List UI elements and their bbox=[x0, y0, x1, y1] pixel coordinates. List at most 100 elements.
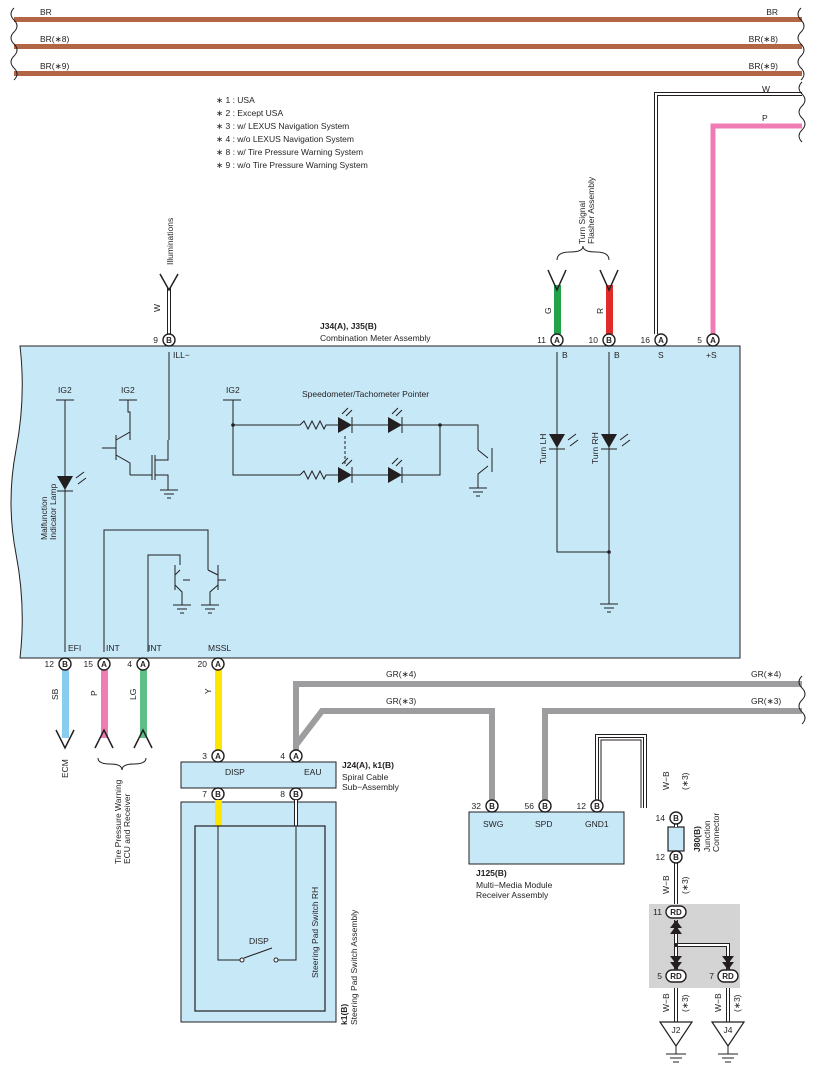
rd-block: RD 11 RD 5 RD 7 W−B (∗3) W−B (∗3) J2 J4 bbox=[649, 904, 746, 1063]
int-label-1: INT bbox=[106, 643, 120, 653]
spiral-cable: DISP EAU J24(A), k1(B) Spiral Cable Sub−… bbox=[180, 749, 400, 801]
pin-16-a: A bbox=[654, 333, 668, 347]
svg-text:B: B bbox=[594, 802, 600, 811]
spiral-eau: EAU bbox=[304, 767, 321, 777]
gr-wires: GR(∗4) GR(∗4) GR(∗3) GR(∗3) bbox=[293, 669, 806, 806]
pin-16-sig: S bbox=[658, 350, 664, 360]
pin-4-spiral-num: 4 bbox=[280, 751, 285, 761]
rd-pin-11-num: 11 bbox=[653, 907, 662, 917]
pin-10-num: 10 bbox=[589, 335, 599, 345]
combo-internal-circuit: IG2 Malfunction Indicator Lamp IG2 Speed… bbox=[39, 352, 631, 652]
pin-11-num: 11 bbox=[537, 335, 546, 345]
br-wire-label-left-2: BR(∗8) bbox=[40, 34, 69, 44]
turn-signal-wires: Turn Signal Flasher Assembly G R bbox=[543, 176, 619, 334]
pin-15-a: A bbox=[97, 657, 111, 671]
pin-12-junction-num: 12 bbox=[656, 852, 666, 862]
svg-text:B: B bbox=[542, 802, 548, 811]
steer-id: k1(B) bbox=[339, 1004, 349, 1025]
ig2-label-3: IG2 bbox=[226, 385, 240, 395]
illuminations-label: Illuminations bbox=[165, 218, 175, 265]
mil-label-1: Malfunction bbox=[39, 496, 49, 540]
pin-9-num: 9 bbox=[153, 335, 158, 345]
br-wire-label-left-3: BR(∗9) bbox=[40, 61, 69, 71]
g-wire-label: G bbox=[543, 307, 553, 314]
ground-j4: J4 bbox=[724, 1025, 733, 1035]
pin-3-num: 3 bbox=[202, 751, 207, 761]
svg-text:RD: RD bbox=[670, 972, 682, 981]
pin-5-num: 5 bbox=[697, 335, 702, 345]
pin-8-num: 8 bbox=[280, 789, 285, 799]
gr3-label-left: GR(∗3) bbox=[386, 696, 416, 706]
rd-pin-5-num: 5 bbox=[657, 971, 662, 981]
turn-signal-label-1: Turn Signal bbox=[577, 201, 587, 244]
svg-text:A: A bbox=[215, 752, 221, 761]
junction-connector: B 14 B 12 W−B (∗3) W−B (∗3) J80(B) Junct… bbox=[656, 771, 721, 904]
rd-pin-7: RD bbox=[717, 969, 739, 983]
svg-text:B: B bbox=[62, 660, 68, 669]
rd-pin-11: RD bbox=[665, 905, 687, 919]
pin-14-num: 14 bbox=[656, 813, 666, 823]
svg-text:B: B bbox=[293, 790, 299, 799]
svg-text:RD: RD bbox=[722, 972, 734, 981]
pin-9-b: B bbox=[162, 333, 176, 347]
lg-wire-label: LG bbox=[128, 689, 138, 700]
svg-text:B: B bbox=[606, 336, 612, 345]
pin-8-b: B bbox=[289, 787, 303, 801]
pin-10-sig: B bbox=[614, 350, 620, 360]
pin-7-num: 7 bbox=[202, 789, 207, 799]
jc-wire-2: W−B bbox=[661, 875, 671, 894]
pin-15-num: 15 bbox=[84, 659, 94, 669]
svg-text:A: A bbox=[101, 660, 107, 669]
combo-meter-name: Combination Meter Assembly bbox=[320, 333, 431, 343]
ig2-label-1: IG2 bbox=[58, 385, 72, 395]
gr3-label-right: GR(∗3) bbox=[751, 696, 781, 706]
pin-56-num: 56 bbox=[525, 801, 535, 811]
mmm-name-1: Multi−Media Module bbox=[476, 880, 553, 890]
note-3: ∗ 3 : w/ LEXUS Navigation System bbox=[216, 121, 349, 131]
svg-text:B: B bbox=[489, 802, 495, 811]
svg-text:RD: RD bbox=[670, 908, 682, 917]
ig2-label-2: IG2 bbox=[121, 385, 135, 395]
jc-wire-1: W−B bbox=[661, 771, 671, 790]
efi-label: EFI bbox=[68, 643, 81, 653]
turn-rh-label: Turn RH bbox=[590, 432, 600, 464]
mmm-id: J125(B) bbox=[476, 868, 507, 878]
pin-4-a: A bbox=[136, 657, 150, 671]
mssl-label: MSSL bbox=[208, 643, 231, 653]
jc-id: J80(B) bbox=[692, 826, 702, 852]
note-4: ∗ 4 : w/o LEXUS Navigation System bbox=[216, 134, 354, 144]
spiral-id: J24(A), k1(B) bbox=[342, 760, 394, 770]
pin-32-b: B bbox=[485, 799, 499, 813]
wire-p-label: P bbox=[762, 113, 768, 123]
pin-11-a: A bbox=[550, 333, 564, 347]
mmm-name-2: Receiver Assembly bbox=[476, 890, 549, 900]
tpw-label-1: Tire Pressure Warning bbox=[113, 779, 123, 864]
svg-text:A: A bbox=[554, 336, 560, 345]
pin-12-b-junction: B bbox=[669, 850, 683, 864]
ground-j2: J2 bbox=[672, 1025, 681, 1035]
rd-note-2: (∗3) bbox=[732, 994, 742, 1012]
svg-text:B: B bbox=[673, 814, 679, 823]
spiral-disp: DISP bbox=[225, 767, 245, 777]
gr4-label-right: GR(∗4) bbox=[751, 669, 781, 679]
svg-text:A: A bbox=[140, 660, 146, 669]
br-wire-label-right-2: BR(∗8) bbox=[749, 34, 778, 44]
mmm-spd: SPD bbox=[535, 819, 552, 829]
notes: ∗ 1 : USA ∗ 2 : Except USA ∗ 3 : w/ LEXU… bbox=[216, 95, 368, 170]
pin-14-b: B bbox=[669, 811, 683, 825]
pin-10-b: B bbox=[602, 333, 616, 347]
pin-9-sig: ILL− bbox=[173, 350, 190, 360]
pin-20-num: 20 bbox=[198, 659, 208, 669]
note-2: ∗ 2 : Except USA bbox=[216, 108, 283, 118]
right-w-p-wires: W P bbox=[654, 81, 806, 334]
svg-text:A: A bbox=[293, 752, 299, 761]
mil-label-2: Indicator Lamp bbox=[48, 484, 58, 540]
svg-text:A: A bbox=[658, 336, 664, 345]
steer-rh-label: Steering Pad Switch RH bbox=[310, 887, 320, 978]
multimedia-module: B 32 B 56 B 12 SWG SPD GND1 J125(B) Mult… bbox=[468, 734, 647, 900]
rd-pin-7-num: 7 bbox=[709, 971, 714, 981]
mmm-swg: SWG bbox=[483, 819, 503, 829]
ecm-label: ECM bbox=[60, 759, 70, 778]
jc-note-1: (∗3) bbox=[680, 772, 690, 790]
spiral-name-2: Sub−Assembly bbox=[342, 782, 400, 792]
